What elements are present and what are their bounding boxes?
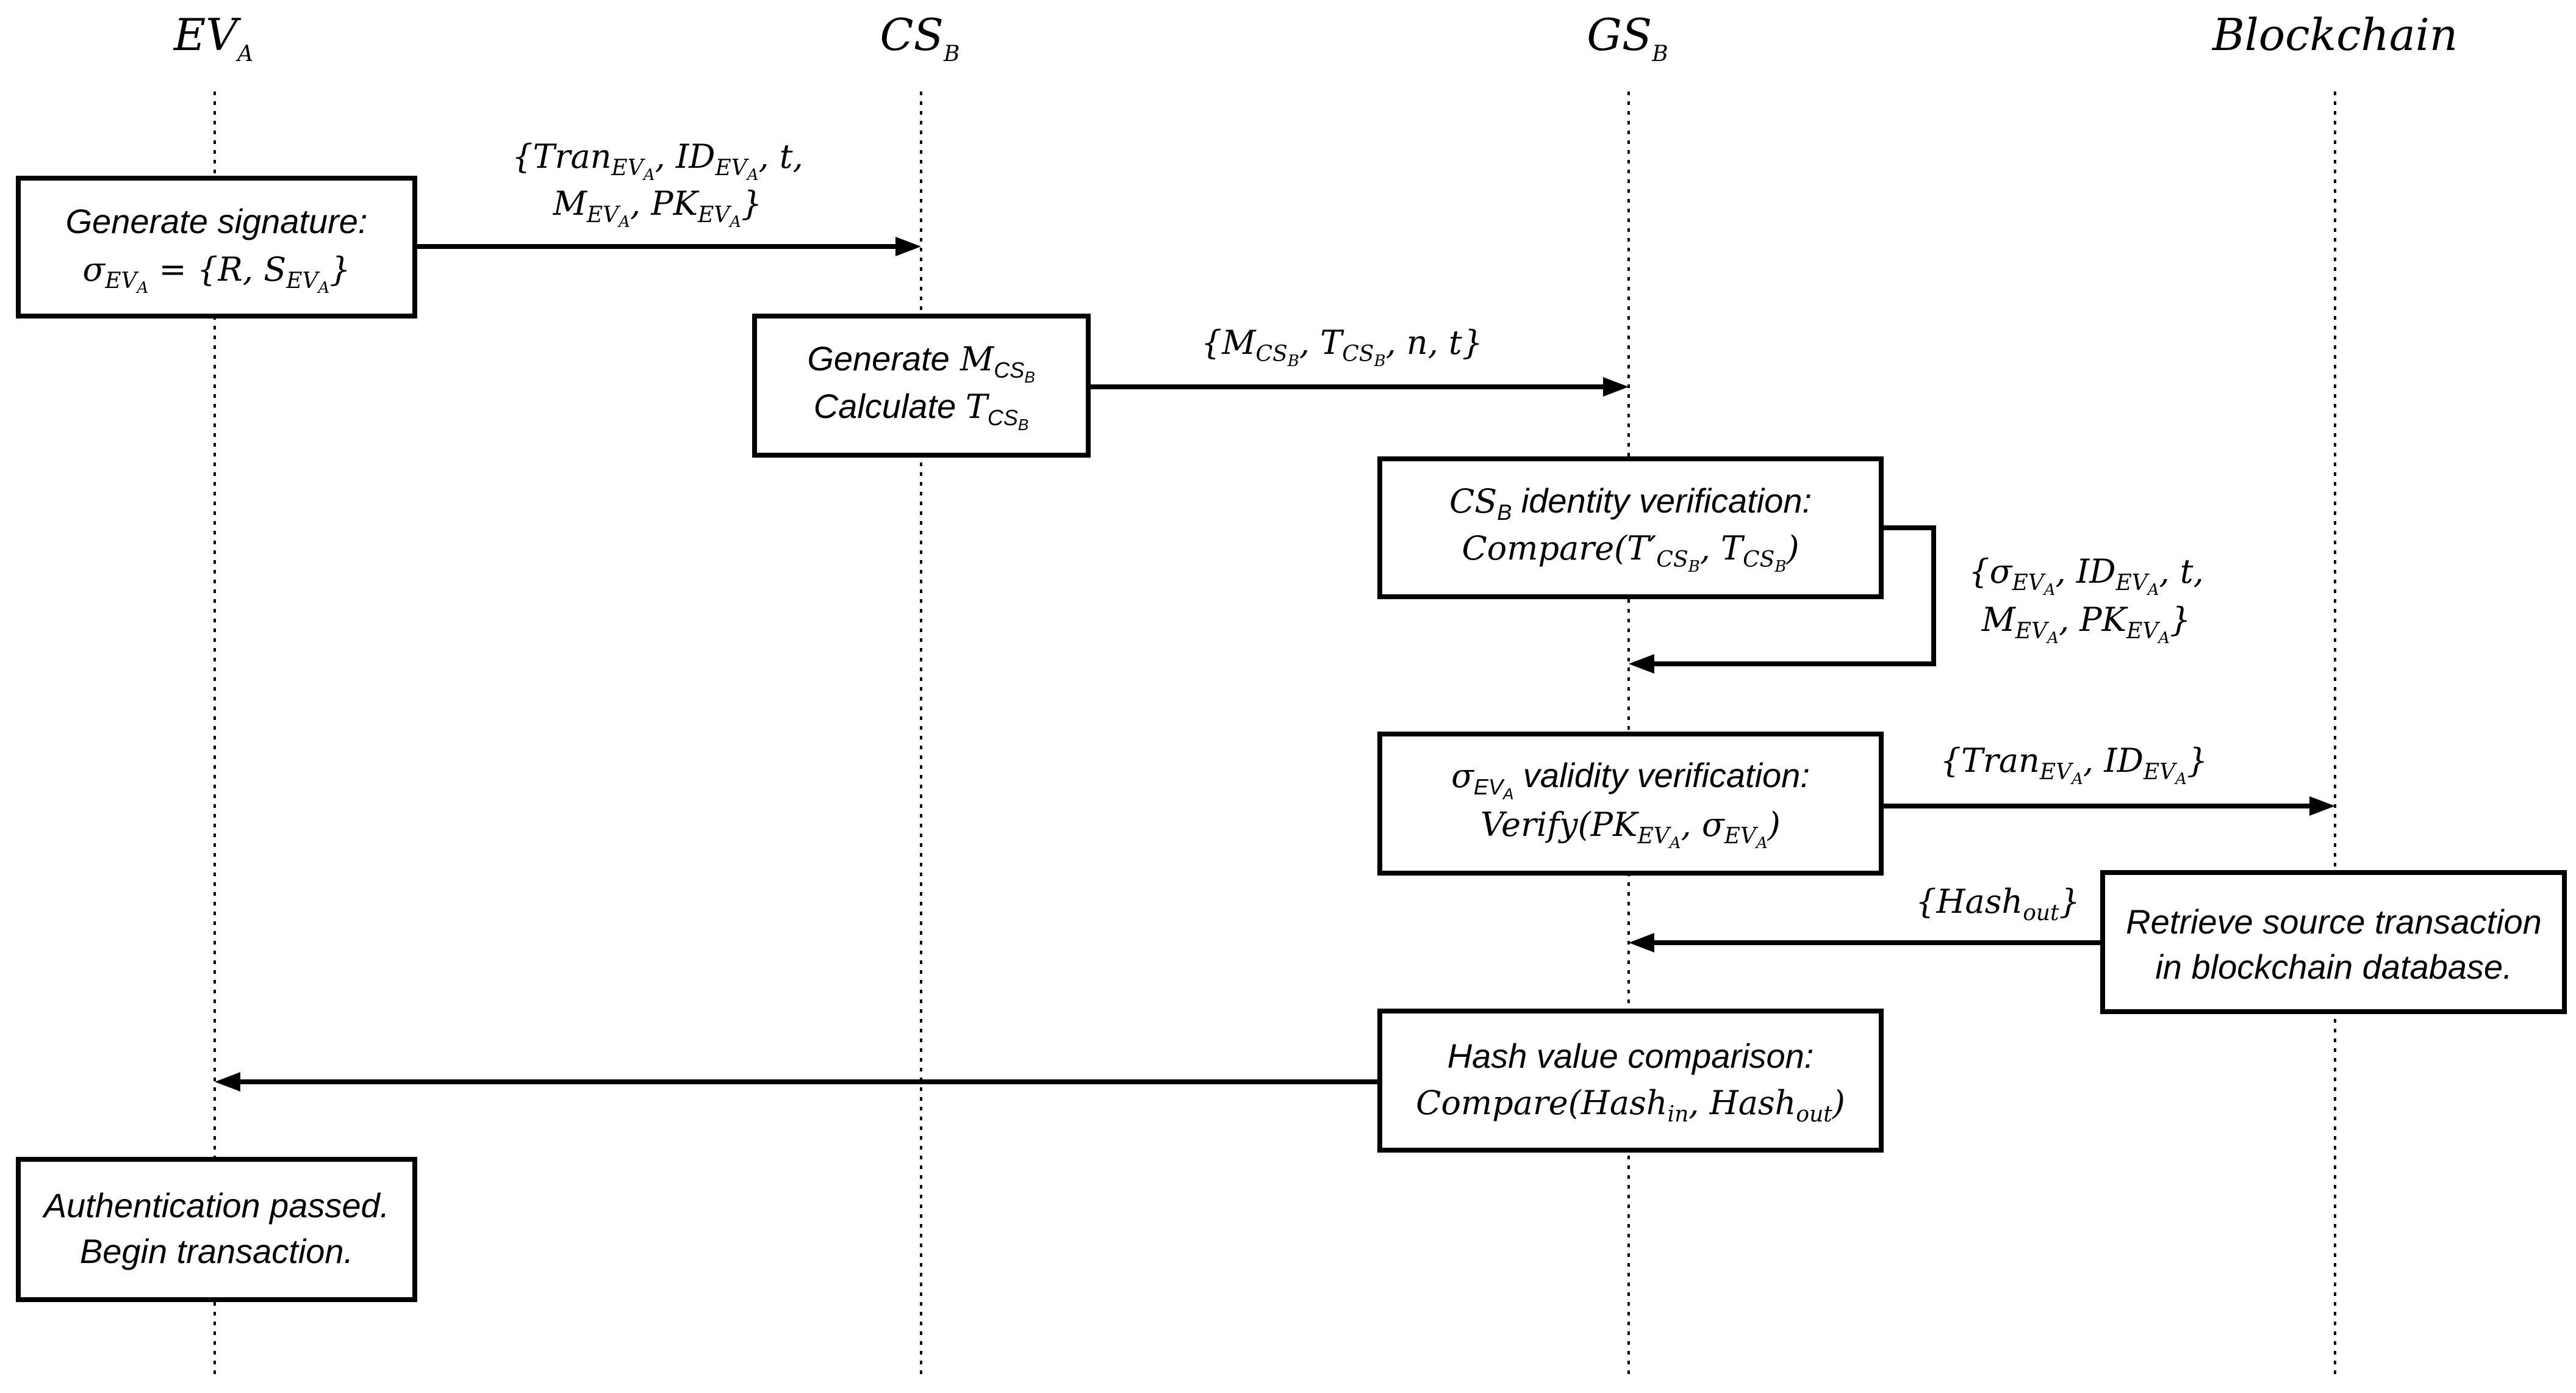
lane-header-gs-b: GSB bbox=[1587, 9, 1668, 67]
arrow-m3 bbox=[1647, 525, 1936, 666]
box-generate-signature bbox=[16, 176, 417, 319]
sigma-validity-formula: Verify(PKEVA, σEVA) bbox=[1480, 805, 1781, 852]
generate-signature-title: Generate signature: bbox=[66, 202, 368, 240]
calculate-t-line: Calculate TCSB bbox=[814, 387, 1028, 434]
sigma-validity-title: σEVA validity verification: bbox=[1451, 756, 1810, 803]
cs-identity-formula: Compare(T′CSB, TCSB) bbox=[1462, 529, 1799, 576]
box-auth-passed bbox=[16, 1157, 417, 1302]
auth-passed-line2: Begin transaction. bbox=[80, 1232, 353, 1270]
generate-signature-formula: σEVA = {R, SEVA} bbox=[82, 250, 350, 297]
arrowhead-m4 bbox=[2309, 796, 2335, 816]
message-m5: {Hashout} bbox=[1915, 882, 2080, 926]
box-hash-comparison bbox=[1377, 1009, 1884, 1153]
message-m1-line1: {TranEVA, IDEVA, t, bbox=[512, 137, 803, 184]
generate-m-line: Generate MCSB bbox=[807, 339, 1035, 386]
message-m2: {MCSB, TCSB, n, t} bbox=[1201, 323, 1483, 370]
lane-header-blockchain: Blockchain bbox=[2211, 9, 2458, 60]
auth-passed-line1: Authentication passed. bbox=[42, 1186, 390, 1225]
arrowhead-m6 bbox=[215, 1072, 240, 1092]
retrieve-source-line1: Retrieve source transaction bbox=[2126, 902, 2542, 941]
arrowhead-m5 bbox=[1629, 933, 1654, 952]
message-m1-line2: MEVA, PKEVA} bbox=[553, 184, 762, 231]
box-retrieve-source bbox=[2100, 870, 2567, 1014]
retrieve-source-line2: in blockchain database. bbox=[2155, 948, 2512, 986]
box-generate-m bbox=[752, 314, 1091, 458]
message-m3-line1: {σEVA, IDEVA, t, bbox=[1968, 552, 2204, 599]
lane-header-ev-a: EVA bbox=[173, 9, 254, 67]
box-sigma-validity-verification bbox=[1377, 732, 1884, 876]
message-m3-line2: MEVA, PKEVA} bbox=[1981, 600, 2191, 647]
box-cs-identity-verification bbox=[1377, 456, 1884, 599]
lane-header-cs-b: CSB bbox=[880, 9, 960, 67]
arrowhead-m2 bbox=[1603, 377, 1629, 397]
cs-identity-title: CSB identity verification: bbox=[1449, 481, 1812, 525]
hash-comparison-title: Hash value comparison: bbox=[1448, 1037, 1814, 1075]
arrowhead-m3 bbox=[1629, 654, 1654, 674]
arrowhead-m1 bbox=[895, 237, 921, 256]
message-m4: {TranEVA, IDEVA} bbox=[1940, 741, 2208, 788]
hash-comparison-formula: Compare(Hashin, Hashout) bbox=[1416, 1084, 1845, 1127]
